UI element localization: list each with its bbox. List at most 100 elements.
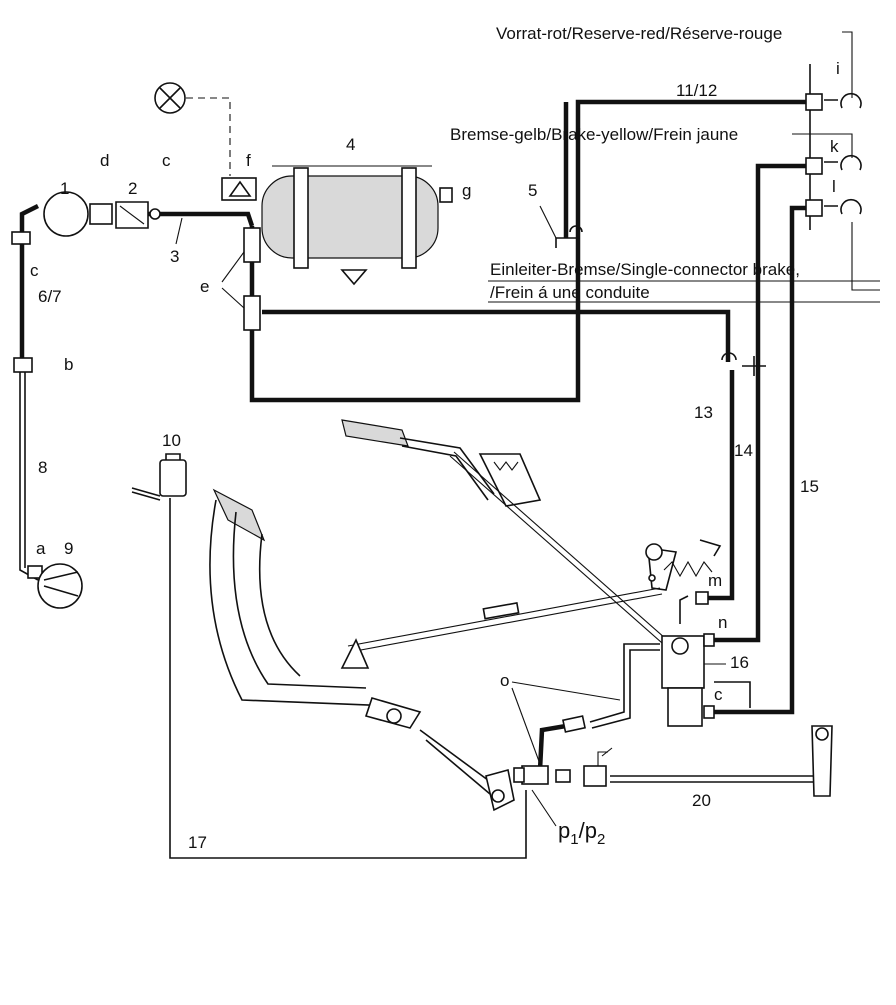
label-1: 1 [60,179,69,198]
label-8: 8 [38,458,47,477]
couplings [555,31,880,376]
pull-lever-dot [648,574,656,582]
tee-e-lower [243,295,261,331]
label-11-12: 11/12 [676,81,717,100]
label-f: f [246,151,251,170]
caption-single-2: /Frein á une conduite [490,283,650,302]
pedal-pad [212,488,266,542]
label-17: 17 [188,833,207,852]
caption-reserve: Vorrat-rot/Reserve-red/Réserve-rouge [496,24,782,43]
valve-20-anchor [597,747,613,766]
reserve-leader [842,31,853,98]
valve-p-port [513,767,525,783]
leader-p [531,789,557,827]
label-20: 20 [692,791,711,810]
valve-16-eye [671,637,689,655]
label-n: n [718,613,727,632]
lever-arm [399,437,495,495]
coupling-l [805,199,823,217]
label-5: 5 [528,181,537,200]
valve-p-body [521,765,549,785]
label-c-valve: c [714,685,723,704]
valve-m-port [695,591,709,605]
label-i: i [836,59,840,78]
pedal-arm-inner [232,511,367,689]
label-m: m [708,571,722,590]
control-valve-p [131,453,833,797]
label-p1-sub: 1 [570,831,578,848]
pedal-push-rod-2 [425,739,491,795]
part-labels: 1 2 3 4 5 6/7 8 9 10 11/12 13 14 15 16 1… [30,59,840,852]
coupling-i-hose [824,92,862,109]
leader-3 [175,217,183,245]
label-4: 4 [346,135,355,154]
regulator-2-diag [119,205,145,225]
pedal-rod [347,587,661,647]
gauge-9-needle [43,571,79,597]
fitting-g [439,187,453,203]
lamp-wire [186,97,231,176]
lever-arm-2 [401,445,489,501]
label-l: l [832,177,836,196]
label-b: b [64,355,73,374]
label-13: 13 [694,403,713,422]
warning-lamp [154,82,186,114]
label-g: g [462,181,471,200]
label-p2: p [585,818,597,843]
gauge-9 [37,563,83,609]
lamp-cross [159,87,181,109]
brake-leader [792,133,853,158]
label-2: 2 [128,179,137,198]
label-p1-p2: p1/p2 [558,818,605,848]
pipe-o-upper2 [591,649,660,729]
leader-lines [175,205,726,827]
valve-20-fitting [555,769,571,783]
turnbuckle [482,602,520,620]
pipe-11-12 [249,99,808,403]
pipe-3 [138,211,255,227]
ratchet-teeth [493,461,519,471]
reservoir-10 [159,459,187,497]
label-d: d [100,151,109,170]
coupling-i [805,93,823,111]
fitting-b [13,357,33,373]
coupling-k-hose [824,154,862,171]
pedal-bracket [340,638,370,669]
label-9: 9 [64,539,73,558]
spring-bracket [699,539,722,557]
pedal-rod-2 [349,593,663,653]
pipe-17 [169,498,527,859]
rod-20-eye [815,727,829,741]
trailer-valve-16 [645,539,751,727]
foot-pedal [209,488,663,812]
lever-grip [341,419,409,447]
label-6-7: 6/7 [38,287,62,306]
air-tank-4 [221,165,453,331]
drain-valve [340,269,368,286]
valve-16-bracket [714,681,751,708]
ratchet [478,453,542,507]
leader-o2 [511,687,541,765]
pipe-14 [708,163,808,643]
label-p2-sub: 2 [597,831,605,848]
label-p1: p [558,818,570,843]
coupling-l-hose [824,198,862,215]
rod-20-end [811,725,833,797]
label-10: 10 [162,431,181,450]
pipe-lines [19,97,816,859]
hand-brake-lever [341,419,675,651]
coupling-k [805,157,823,175]
valve-16-lower [667,687,703,727]
leader-o1 [511,681,621,701]
label-c-left: c [30,261,39,280]
pipe-15 [708,205,808,715]
label-e: e [200,277,209,296]
leader-5 [539,205,557,239]
pull-lever-eye [645,543,663,561]
pedal-arm-mid [258,533,301,677]
tank-band-2 [401,167,417,269]
master-link-eye [491,789,505,803]
compressor-1 [43,191,89,237]
